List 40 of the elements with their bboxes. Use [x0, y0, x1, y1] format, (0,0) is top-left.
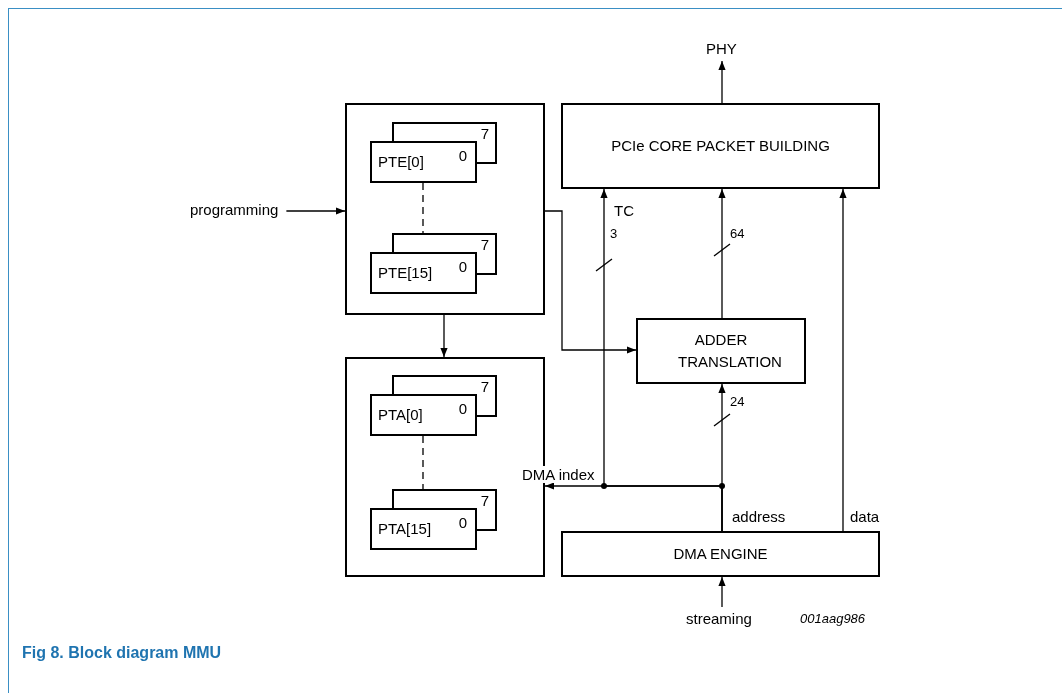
- block-box: [561, 103, 880, 189]
- arrow: [440, 314, 448, 358]
- bit-index: 7: [480, 125, 489, 142]
- bit-index: 0: [458, 400, 467, 417]
- bus-width: 3: [610, 226, 618, 241]
- register-name: PTA[15]: [378, 520, 432, 537]
- block-label: PCIe CORE PACKET BUILDING: [610, 136, 831, 156]
- figure-code: 001aag986: [800, 611, 866, 626]
- signal-label: streaming: [686, 610, 752, 627]
- arrow: [839, 188, 847, 532]
- signal-label: programming: [190, 201, 279, 218]
- bus-width: 24: [730, 394, 745, 409]
- dashed-line: [422, 182, 424, 234]
- signal-label: PHY: [706, 40, 737, 57]
- block-label: ADDER TRANSLATION: [677, 330, 783, 372]
- bit-index: 0: [458, 258, 467, 275]
- bit-index: 7: [480, 378, 489, 395]
- edge-label: DMA index: [522, 466, 595, 483]
- block-box: [561, 531, 880, 577]
- arrow: [544, 210, 637, 354]
- bit-index: 7: [480, 236, 489, 253]
- dashed-line: [422, 435, 424, 490]
- arrow: [718, 60, 726, 104]
- block-box: [636, 318, 806, 384]
- register-bank-box: [345, 103, 545, 315]
- bus-width: 64: [730, 226, 745, 241]
- edge-label: data: [850, 508, 880, 525]
- bit-index: 0: [458, 147, 467, 164]
- edge-label: address: [732, 508, 786, 525]
- register-name: PTE[0]: [378, 153, 424, 170]
- arrow: [718, 576, 726, 608]
- arrow: [285, 207, 346, 215]
- block-label: DMA ENGINE: [672, 544, 769, 564]
- arrow: [600, 188, 723, 532]
- bit-index: 0: [458, 514, 467, 531]
- register-name: PTA[0]: [378, 406, 423, 423]
- arrow: [718, 188, 726, 319]
- bit-index: 7: [480, 492, 489, 509]
- register-name: PTE[15]: [378, 264, 433, 281]
- figure-caption: Fig 8. Block diagram MMU: [22, 644, 222, 662]
